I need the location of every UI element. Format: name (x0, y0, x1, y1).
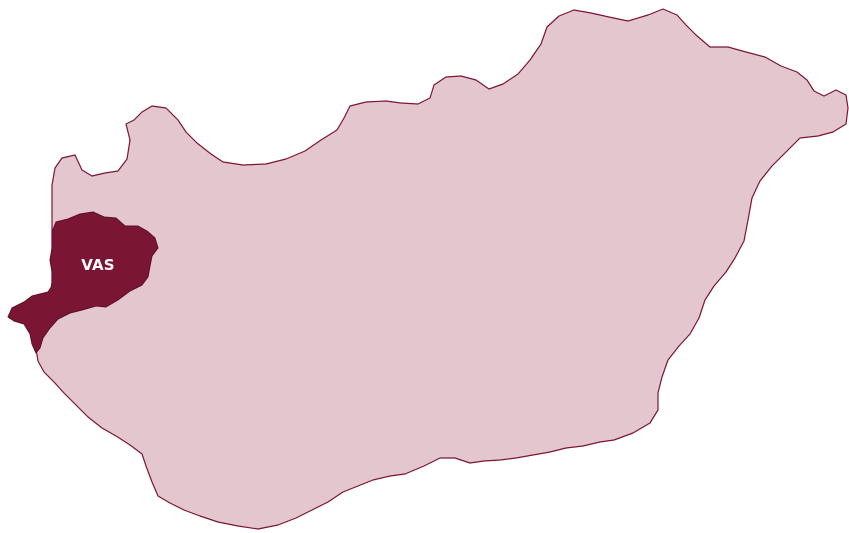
county-region-vas[interactable] (7, 211, 159, 354)
county-label-vas: VAS (81, 256, 115, 274)
country-outline-hungary (35, 8, 849, 530)
